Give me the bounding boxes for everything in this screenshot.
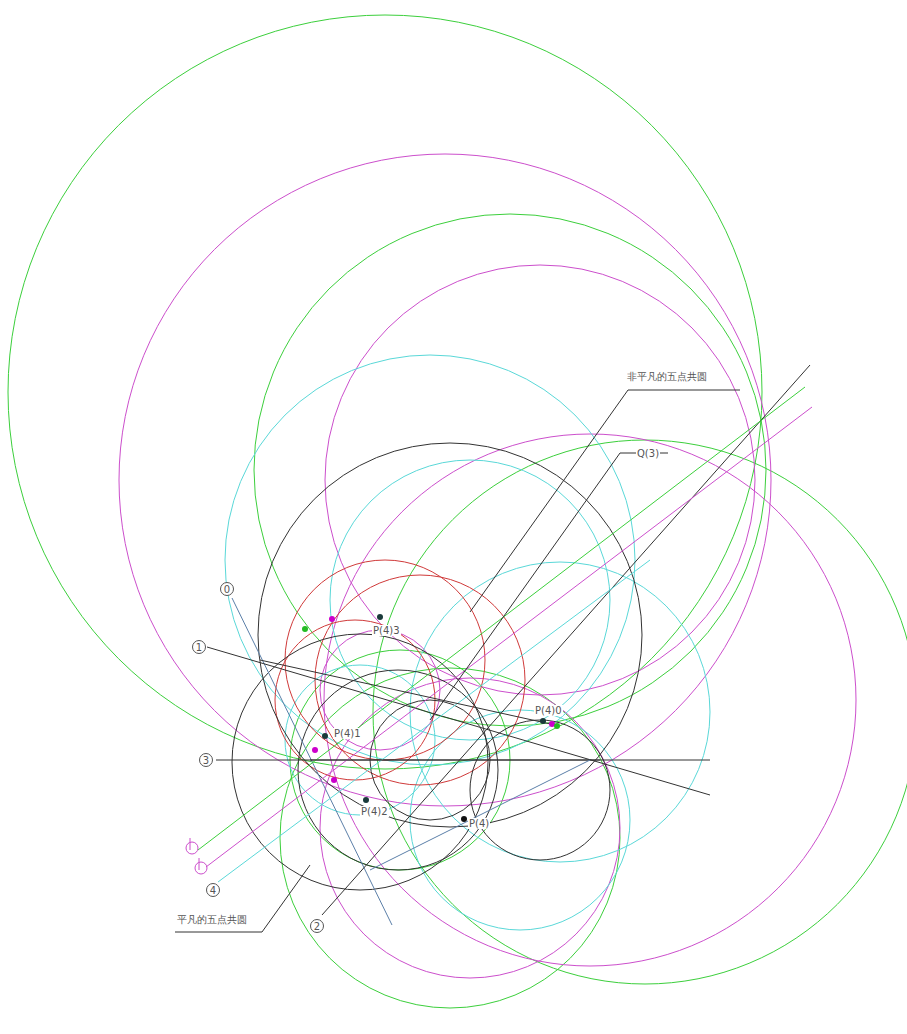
point-dot <box>322 733 328 739</box>
point-dot <box>331 777 337 783</box>
small-symbol <box>195 862 207 874</box>
construction-line <box>207 647 710 795</box>
small-symbol <box>186 842 198 854</box>
construction-line <box>430 453 620 720</box>
construction-circle <box>8 15 762 769</box>
point-label: P(4) <box>468 818 490 829</box>
construction-line <box>175 932 262 933</box>
point-dot <box>554 723 560 729</box>
small-symbol <box>190 838 191 850</box>
small-symbol <box>199 858 200 870</box>
point-dot <box>363 797 369 803</box>
construction-line <box>310 760 600 761</box>
point-dot <box>312 747 318 753</box>
construction-circle <box>119 154 771 806</box>
callout-circle <box>200 754 213 767</box>
construction-line <box>198 387 805 850</box>
construction-line <box>260 660 555 725</box>
point-label: P(4)1 <box>333 728 362 739</box>
point-label: 平凡的五点共圆 <box>176 914 248 925</box>
point-label: P(4)2 <box>360 806 389 817</box>
point-dot <box>329 616 335 622</box>
point-label: P(4)3 <box>372 625 401 636</box>
construction-circle <box>298 670 498 870</box>
construction-line <box>470 390 628 612</box>
construction-line <box>206 407 812 867</box>
construction-line <box>628 390 740 391</box>
callout-number: 2 <box>314 921 320 932</box>
callout-number: 0 <box>224 584 230 595</box>
construction-circle <box>324 434 856 966</box>
construction-circle <box>373 440 907 984</box>
point-label: P(4)0 <box>534 705 563 716</box>
point-dot <box>540 718 546 724</box>
callout-circle <box>193 641 206 654</box>
construction-line <box>322 365 810 915</box>
callout-circle <box>311 920 324 933</box>
point-label: Q(3) <box>636 448 660 459</box>
construction-circle <box>225 355 635 765</box>
callout-circle <box>221 583 234 596</box>
construction-line <box>232 598 392 925</box>
construction-circle <box>254 214 766 726</box>
construction-line <box>262 865 310 932</box>
point-dot <box>461 816 467 822</box>
callout-circle <box>207 884 220 897</box>
callout-number: 3 <box>203 755 209 766</box>
construction-line <box>370 760 590 870</box>
construction-circle <box>285 560 485 760</box>
construction-circle <box>410 562 710 862</box>
point-dot <box>302 626 308 632</box>
construction-circle <box>470 720 610 860</box>
construction-circle <box>285 665 435 815</box>
callout-number: 4 <box>210 885 216 896</box>
construction-line <box>216 760 710 761</box>
construction-circle <box>410 710 630 930</box>
point-label: 非平凡的五点共圆 <box>626 371 708 382</box>
construction-circle <box>232 634 488 890</box>
construction-circle <box>330 460 610 740</box>
point-dot <box>377 614 383 620</box>
callout-number: 1 <box>196 642 202 653</box>
construction-line <box>218 560 650 882</box>
construction-circle <box>315 575 525 785</box>
construction-circle <box>325 265 755 695</box>
